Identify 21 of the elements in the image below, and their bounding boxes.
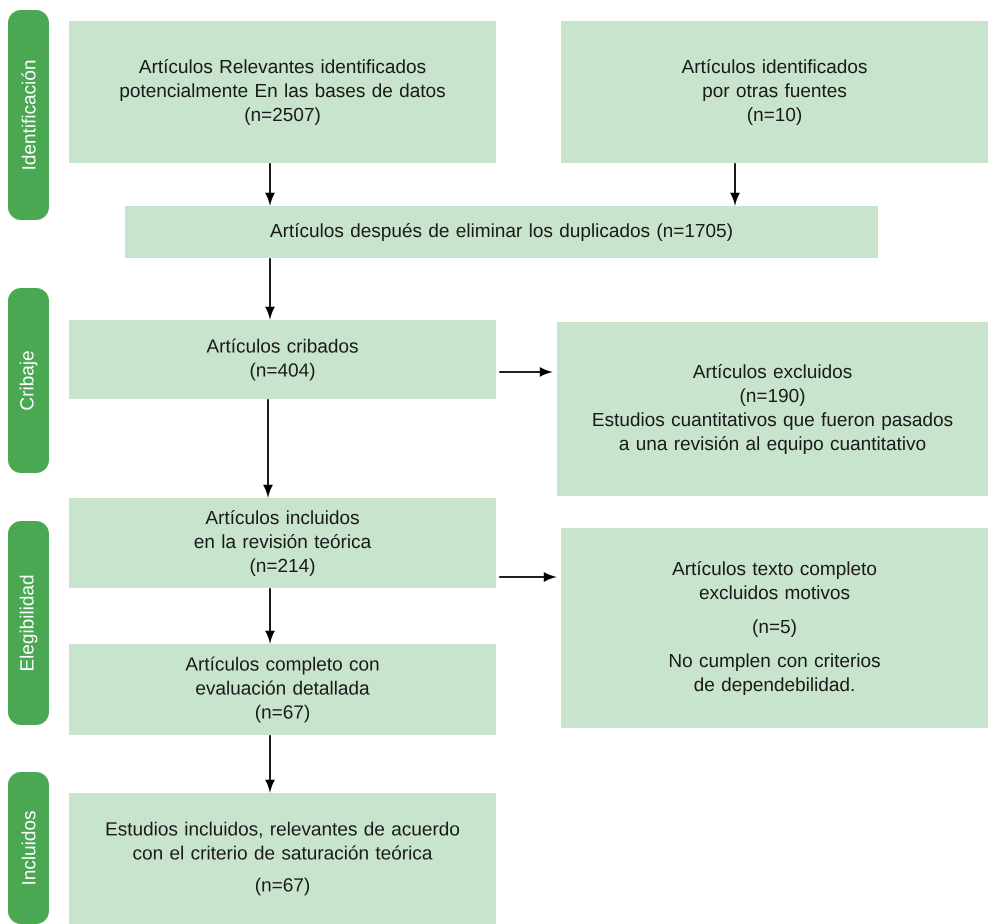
- process-box: Artículos completo con evaluación detallada (n=67): [69, 644, 496, 735]
- arrow: [499, 572, 554, 582]
- process-box: Artículos Relevantes identificados potencialmente En las bases de datos (n=2507): [69, 21, 496, 163]
- arrow: [730, 163, 740, 204]
- process-box: Artículos cribados (n=404): [69, 320, 496, 399]
- arrow: [266, 588, 274, 642]
- process-box: Artículos incluidos en la revisión teórica (n=214): [69, 498, 496, 588]
- process-box: Artículos identificados por otras fuentes (n=10): [561, 21, 988, 163]
- stage-label: Elegibilidad: [8, 521, 49, 725]
- arrow: [266, 163, 274, 204]
- stage-label: Cribaje: [8, 288, 49, 473]
- arrow: [266, 735, 274, 790]
- stage-label: Identificación: [8, 10, 49, 220]
- stage-label: Incluidos: [8, 772, 49, 924]
- process-box: Artículos excluidos (n=190) Estudios cuantitativos que fueron pasados a una revisión al equipo cuantitativo: [557, 322, 988, 496]
- process-box: Artículos texto completo excluidos motivos (n=5) No cumplen con criterios de dependebilidad.: [561, 528, 988, 728]
- arrow: [499, 368, 550, 376]
- process-box: Estudios incluidos, relevantes de acuerdo con el criterio de saturación teórica (n=67): [69, 793, 496, 924]
- process-box: Artículos después de eliminar los duplicados (n=1705): [125, 206, 878, 258]
- arrow: [264, 399, 272, 496]
- arrow: [266, 258, 274, 318]
